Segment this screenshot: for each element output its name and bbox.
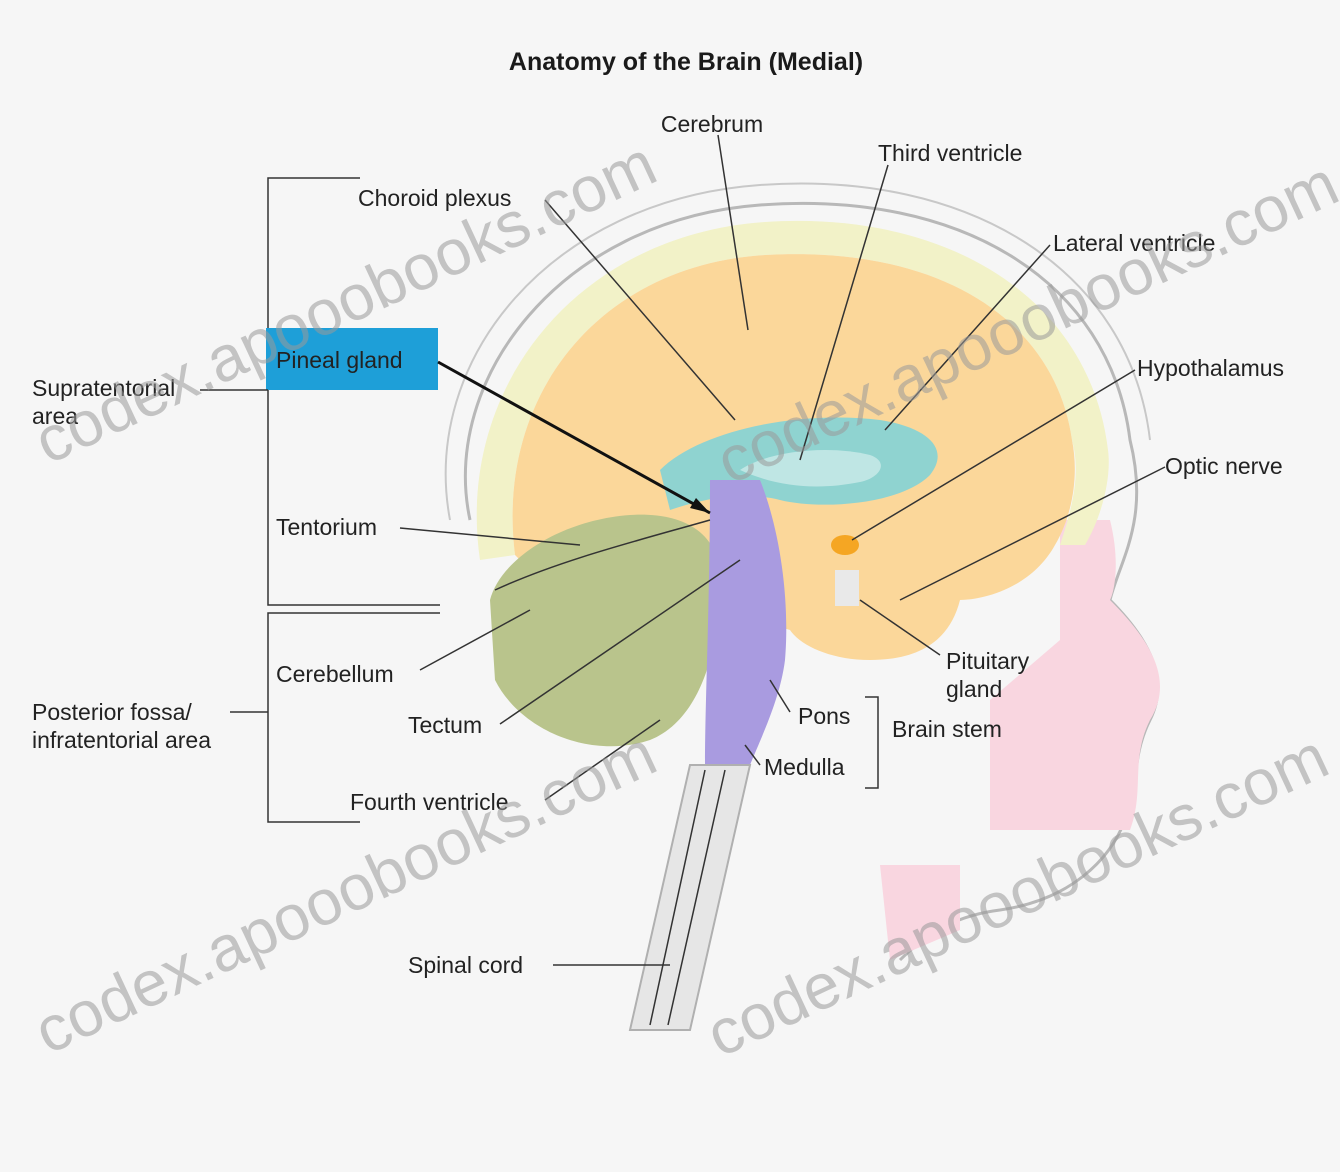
- label-third-ventricle: Third ventricle: [878, 140, 1022, 166]
- label-tentorium: Tentorium: [276, 514, 377, 540]
- label-optic-nerve: Optic nerve: [1165, 453, 1283, 479]
- pituitary-spot: [835, 570, 859, 606]
- diagram-title: Anatomy of the Brain (Medial): [509, 48, 863, 76]
- label-brain-stem: Brain stem: [892, 716, 1002, 742]
- label-pituitary-line1: Pituitary: [946, 648, 1030, 674]
- label-tectum: Tectum: [408, 712, 482, 738]
- brain-stem-bracket: [865, 697, 878, 788]
- label-posterior-line2: infratentorial area: [32, 727, 211, 753]
- label-spinal-cord: Spinal cord: [408, 952, 523, 978]
- label-pons: Pons: [798, 703, 850, 729]
- label-hypothalamus: Hypothalamus: [1137, 355, 1284, 381]
- watermark-3: codex.apooobooks.com: [23, 717, 666, 1068]
- label-medulla: Medulla: [764, 754, 845, 780]
- label-pituitary-line2: gland: [946, 676, 1002, 702]
- label-cerebrum: Cerebrum: [661, 111, 763, 137]
- label-cerebellum: Cerebellum: [276, 661, 394, 687]
- label-posterior-line1: Posterior fossa/: [32, 699, 192, 725]
